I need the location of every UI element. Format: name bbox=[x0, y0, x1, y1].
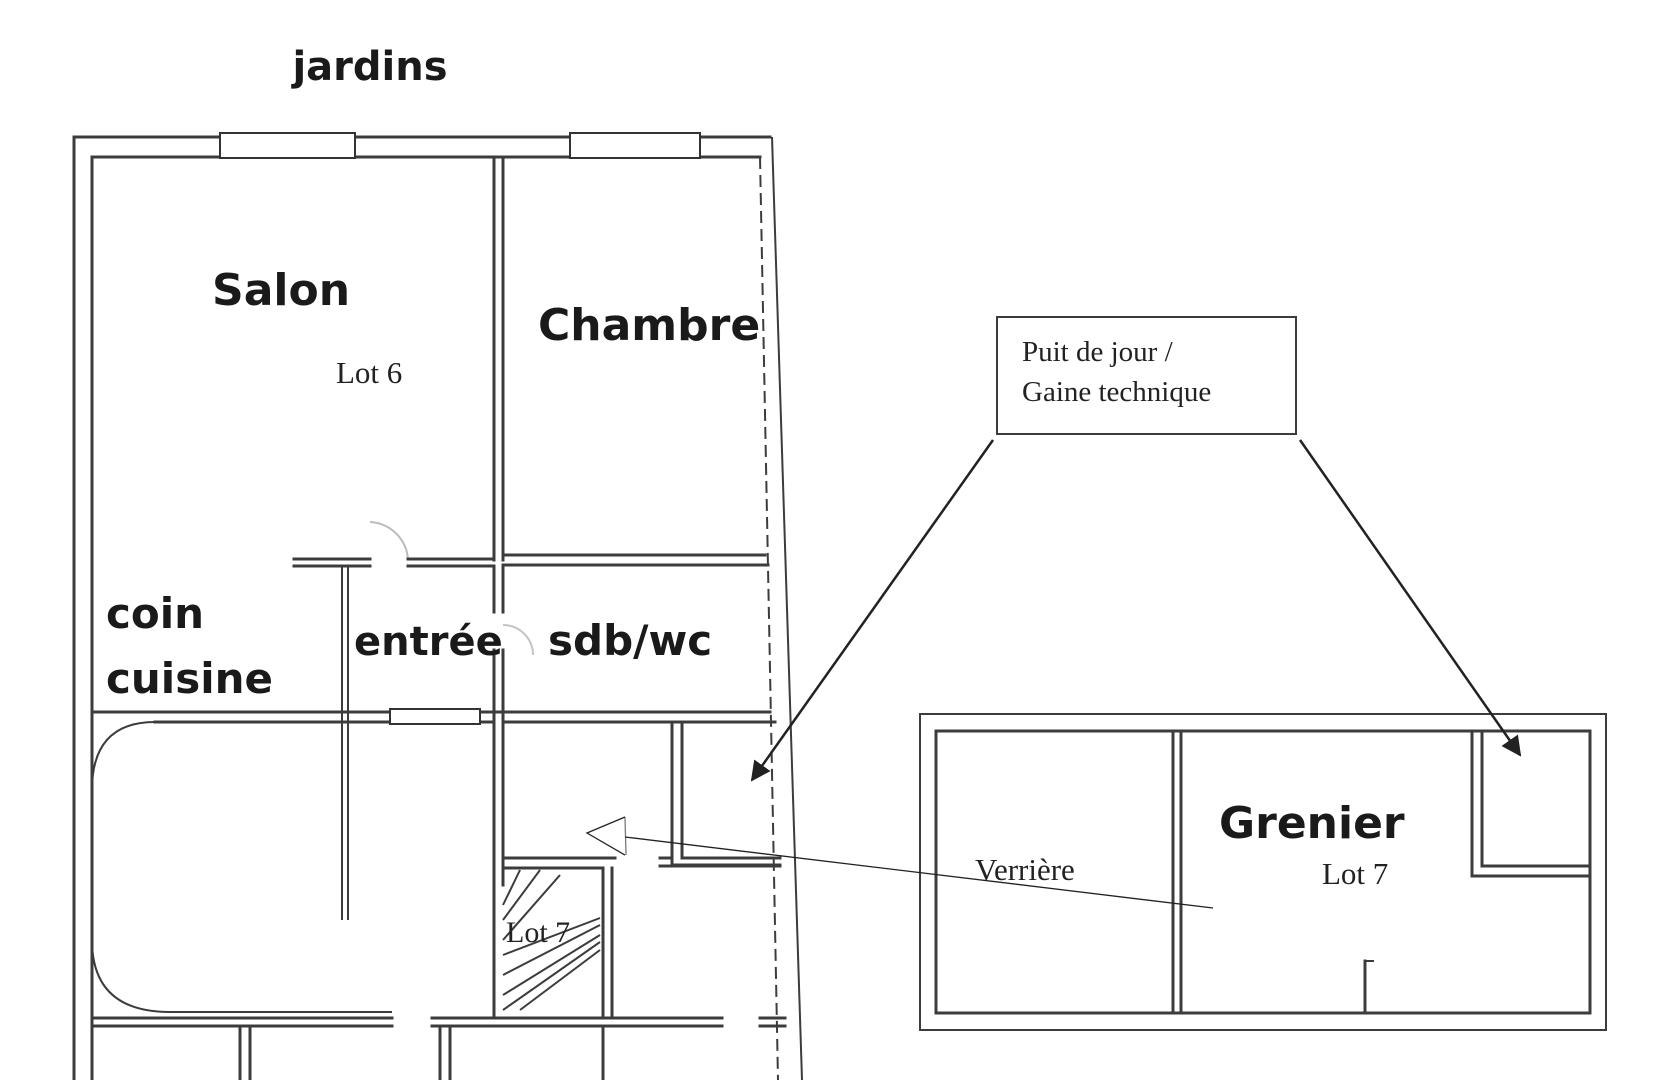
puit-de-jour-callout: Puit de jour / Gaine technique bbox=[996, 316, 1297, 435]
room-label-sdb-wc: sdb/wc bbox=[548, 616, 712, 665]
window bbox=[389, 708, 481, 725]
grenier-lot-7 bbox=[919, 713, 1607, 1031]
window bbox=[219, 132, 356, 159]
annotation-verriere: Verrière bbox=[975, 852, 1075, 887]
pointer-grenier-to-stairs bbox=[585, 816, 1214, 909]
lot-label-lot-7-stairs: Lot 7 bbox=[506, 916, 570, 949]
lot-label-lot-7-grenier: Lot 7 bbox=[1322, 856, 1388, 891]
callout-line-2: Gaine technique bbox=[1022, 376, 1211, 408]
room-label-grenier: Grenier bbox=[1219, 798, 1405, 849]
window bbox=[569, 132, 701, 159]
stair-treads bbox=[502, 869, 601, 1011]
room-label-cuisine: cuisine bbox=[106, 654, 273, 703]
arrow-to-grenier-shaft bbox=[1298, 439, 1522, 757]
apartment-lot-6 bbox=[72, 132, 803, 1080]
room-label-chambre: Chambre bbox=[538, 300, 760, 351]
room-label-entree: entrée bbox=[354, 619, 503, 665]
room-label-salon: Salon bbox=[212, 265, 350, 316]
callout-line-1: Puit de jour / bbox=[1022, 336, 1174, 368]
plan-title: jardins bbox=[290, 44, 447, 90]
lot-label-lot-6: Lot 6 bbox=[336, 355, 402, 390]
arrow-to-lot-6-shaft bbox=[750, 439, 995, 782]
room-label-coin: coin bbox=[106, 589, 204, 638]
